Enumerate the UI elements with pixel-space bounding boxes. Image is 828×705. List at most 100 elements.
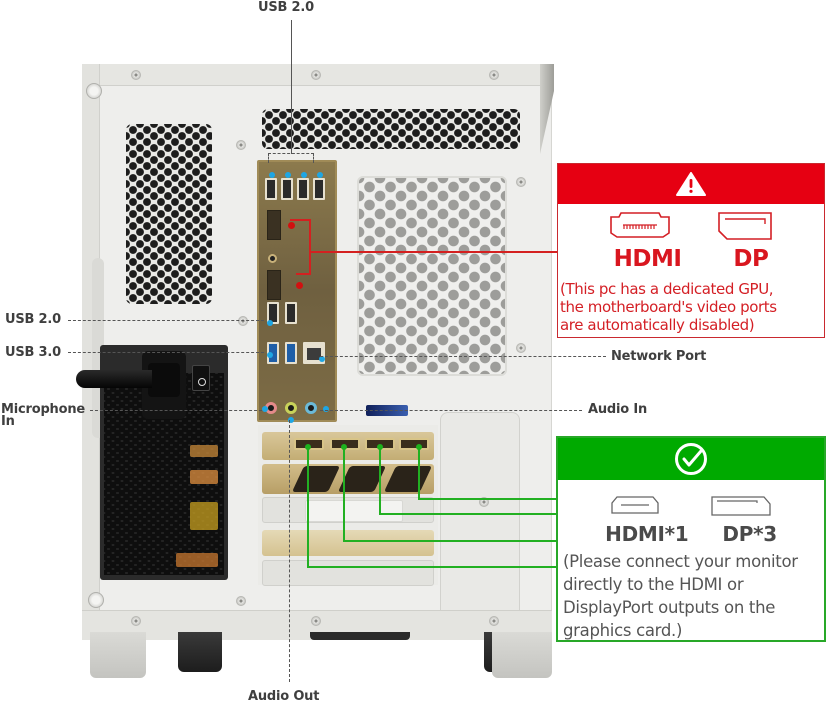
audio-in-leader <box>320 410 582 411</box>
usb-marker <box>317 172 323 178</box>
case-foot <box>178 632 222 672</box>
usb-3-port <box>285 342 297 364</box>
audio-out-leader <box>289 420 290 682</box>
gpu-hdmi-green-line <box>307 446 309 567</box>
psu-internal-component <box>176 553 218 567</box>
usb-2-port <box>285 302 297 324</box>
rear-fan-grill <box>357 176 507 376</box>
screw-icon <box>131 616 141 626</box>
callout-header-warning <box>558 164 824 204</box>
hdmi-port-icon <box>611 496 659 514</box>
label-network-port: Network Port <box>611 349 707 364</box>
tip-sticker <box>305 500 403 522</box>
label-audio-in: Audio In <box>588 402 648 417</box>
red-to-callout-line <box>309 251 558 253</box>
expansion-slot-gold <box>262 530 434 556</box>
usb-2-port <box>297 178 309 200</box>
gpu-dp2-horizontal <box>379 513 556 515</box>
hdmi-port-icon <box>610 212 670 238</box>
gpu-port-marker <box>341 444 347 450</box>
gpu-displayport <box>399 438 429 450</box>
usb-marker <box>269 172 275 178</box>
mb-port-names-row: HDMI DP <box>558 246 824 272</box>
usb2-top-bracket <box>268 153 314 163</box>
psu-internal-component <box>190 445 218 457</box>
usb3-left-leader <box>68 352 264 353</box>
gpu-connect-note: (Please connect your monitor directly to… <box>563 552 798 640</box>
warning-triangle-icon <box>676 172 706 196</box>
usb-marker <box>267 352 273 358</box>
clear-cmos-button <box>268 254 277 263</box>
screw-icon <box>489 70 499 80</box>
top-vent-grill <box>262 109 520 149</box>
expansion-slot-cover <box>262 560 434 586</box>
label-usb3-left: USB 3.0 <box>5 345 61 360</box>
screw-icon <box>311 70 321 80</box>
port-name-dp: DP <box>733 246 769 272</box>
audio-marker <box>323 406 329 412</box>
gpu-exhaust-vent <box>262 464 434 494</box>
displayport-icon <box>711 496 771 516</box>
video-port-marker <box>296 282 303 289</box>
screw-icon <box>236 596 246 606</box>
usb2-top-leader <box>291 20 292 154</box>
psu-internal-component <box>190 470 218 484</box>
gpu-port-icons-row <box>558 496 824 516</box>
mb-video-disabled-callout: HDMI DP (This pc has a dedicated GPU, th… <box>557 163 825 338</box>
motherboard-hdmi-port <box>267 270 281 300</box>
label-usb2-top: USB 2.0 <box>258 0 314 15</box>
screw-icon <box>311 616 321 626</box>
gpu-outputs-callout: HDMI*1 DP*3 (Please connect your monitor… <box>556 436 826 642</box>
psu-internal-component <box>190 502 218 530</box>
network-marker <box>319 356 325 362</box>
mb-hdmi-red-line <box>296 273 310 275</box>
usb-2-port <box>267 302 279 324</box>
port-name-hdmi: HDMI <box>613 246 682 272</box>
red-connector-vertical <box>309 219 311 275</box>
screw-icon <box>236 140 246 150</box>
usb-marker <box>301 172 307 178</box>
usb-2-port <box>313 178 325 200</box>
usb-marker <box>267 320 273 326</box>
usb-marker <box>285 172 291 178</box>
motherboard-displayport <box>267 210 281 240</box>
displayport-icon <box>718 212 772 240</box>
screw-icon <box>238 316 248 326</box>
audio-out-jack <box>285 402 297 414</box>
gpu-dp1-horizontal <box>343 540 556 542</box>
gpu-dp3-green-line <box>418 446 420 499</box>
port-name-hdmi-count: HDMI*1 <box>605 522 689 546</box>
audio-in-jack <box>305 402 317 414</box>
mb-video-disabled-note: (This pc has a dedicated GPU, the mother… <box>560 280 777 334</box>
side-bracket <box>440 412 520 622</box>
screw-icon <box>131 70 141 80</box>
gpu-port-marker <box>305 444 311 450</box>
power-cable <box>76 370 152 388</box>
callout-header-ok <box>558 438 824 480</box>
case-base-bar <box>310 632 410 640</box>
gpu-hdmi-horizontal <box>307 566 556 568</box>
gpu-dp1-green-line <box>343 446 345 541</box>
power-switch[interactable] <box>192 365 210 391</box>
gpu-port-names-row: HDMI*1 DP*3 <box>558 522 824 546</box>
case-foot <box>492 632 552 678</box>
usb2-left-leader <box>68 320 264 321</box>
power-supply-unit <box>100 345 228 580</box>
thumb-screw-icon <box>86 83 102 99</box>
label-audio-out: Audio Out <box>248 689 320 704</box>
screw-icon <box>489 616 499 626</box>
gpu-port-marker <box>377 444 383 450</box>
case-foot <box>90 632 146 678</box>
microphone-leader <box>90 410 262 411</box>
check-circle-icon <box>675 443 707 475</box>
label-usb2-left: USB 2.0 <box>5 312 61 327</box>
gpu-dp3-horizontal <box>418 498 556 500</box>
gpu-port-marker <box>416 444 422 450</box>
motherboard-io-shield <box>257 160 337 423</box>
mb-dp-red-line <box>290 219 310 221</box>
video-port-marker <box>288 222 295 229</box>
network-leader <box>320 356 606 357</box>
screw-icon <box>516 177 526 187</box>
usb-2-port <box>265 178 277 200</box>
mb-port-icons-row <box>558 211 824 241</box>
